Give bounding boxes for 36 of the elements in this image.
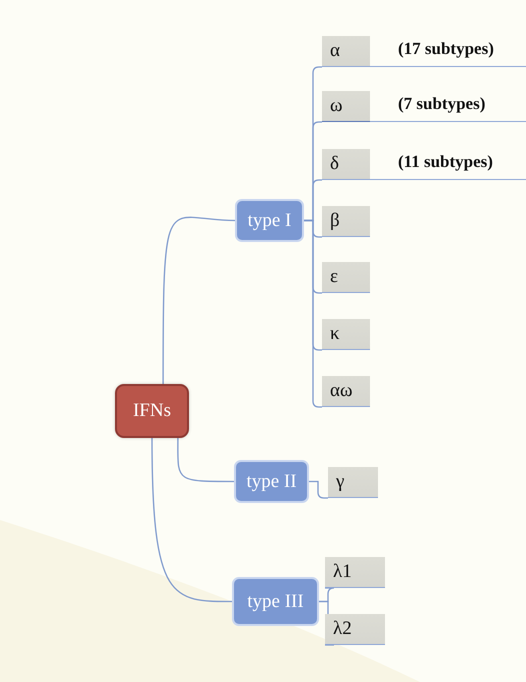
subtopic-box xyxy=(325,557,385,588)
node-label: type III xyxy=(247,590,304,612)
branch-line xyxy=(177,438,234,482)
root-topic-box xyxy=(115,384,189,438)
subtopic-box xyxy=(322,262,370,293)
topic-box xyxy=(232,577,319,626)
topic-box xyxy=(235,199,304,242)
node-label: λ1 xyxy=(333,561,352,583)
node-label: δ xyxy=(330,153,339,175)
node-label: ω xyxy=(330,95,343,117)
subtopic-box xyxy=(325,614,385,645)
node-label: α xyxy=(330,40,340,62)
node-label: type I xyxy=(248,210,292,232)
node-label: γ xyxy=(336,471,344,493)
node-label: κ xyxy=(330,323,340,345)
subtopic-box xyxy=(322,319,370,350)
branch-line xyxy=(309,480,328,499)
subtopic-box xyxy=(322,91,370,122)
subtopic-box xyxy=(322,376,370,407)
topic-box xyxy=(234,460,309,503)
subtopic-box xyxy=(328,467,378,498)
node-label: λ2 xyxy=(333,618,352,640)
node-label: ε xyxy=(330,266,338,288)
subtype-count: (11 subtypes) xyxy=(370,152,526,180)
node-label: β xyxy=(330,210,340,232)
subtopic-box xyxy=(322,149,370,180)
subtype-count: (17 subtypes) xyxy=(370,39,526,67)
node-label: αω xyxy=(330,380,352,402)
subtopic-box xyxy=(322,36,370,67)
subtype-count: (7 subtypes) xyxy=(370,94,526,122)
branch-line xyxy=(162,216,236,384)
node-label: type II xyxy=(246,470,297,492)
branch-line xyxy=(304,220,322,408)
node-label: IFNs xyxy=(132,400,171,422)
branch-line xyxy=(151,438,232,602)
subtopic-box xyxy=(322,206,370,237)
